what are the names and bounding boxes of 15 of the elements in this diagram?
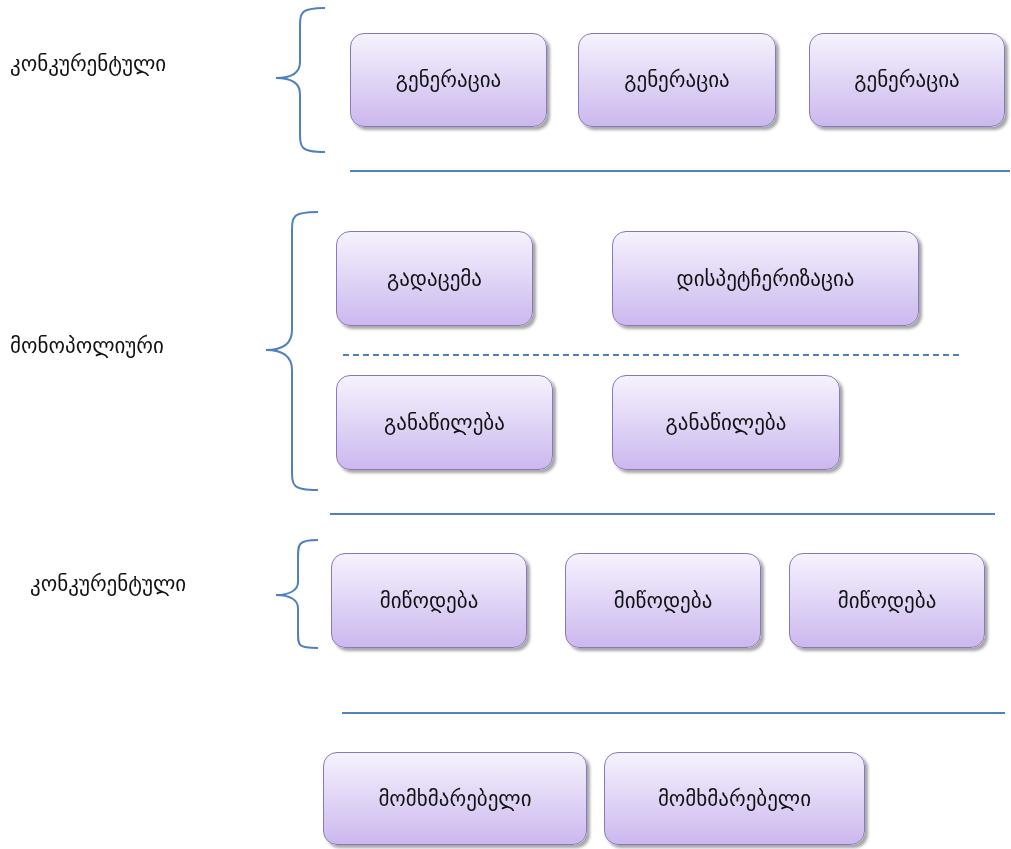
stage-box: მიწოდება — [331, 553, 527, 648]
tier-label: კონკურენტული — [10, 52, 167, 76]
stage-box: მიწოდება — [565, 553, 761, 648]
stage-box: განაწილება — [612, 375, 840, 470]
stage-box: გენერაცია — [350, 33, 547, 127]
tier-label: კონკურენტული — [30, 572, 187, 596]
tier-label: მონოპოლიური — [10, 334, 164, 358]
stage-box: მომხმარებელი — [604, 752, 865, 845]
stage-box: გენერაცია — [809, 33, 1005, 127]
stage-box: მიწოდება — [789, 553, 985, 648]
stage-box: გადაცემა — [336, 231, 533, 326]
stage-box: დისპეტჩერიზაცია — [612, 231, 919, 326]
stage-box: განაწილება — [336, 375, 553, 470]
stage-box: მომხმარებელი — [323, 752, 587, 845]
stage-box: გენერაცია — [578, 33, 776, 127]
